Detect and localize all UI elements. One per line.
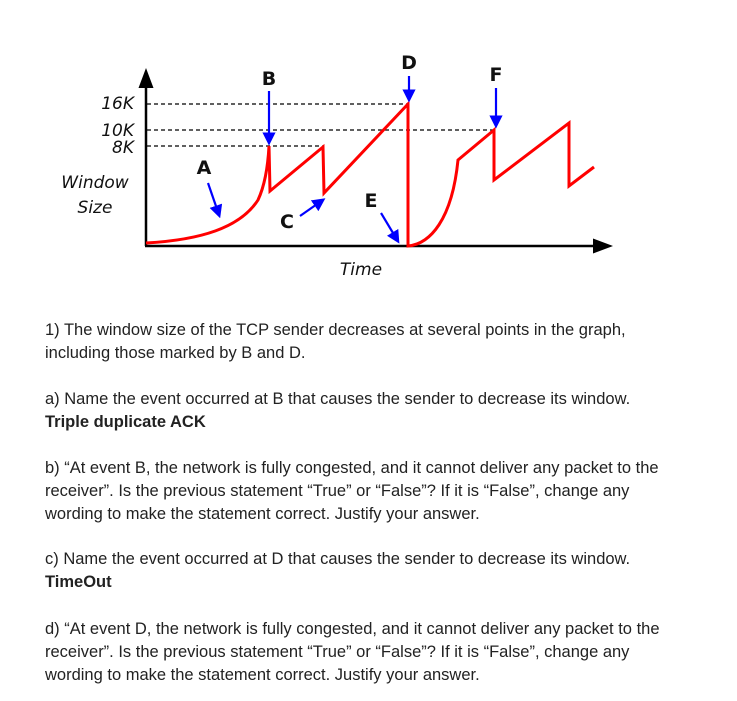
- question-intro: 1) The window size of the TCP sender dec…: [45, 319, 685, 365]
- answer-a: Triple duplicate ACK: [45, 413, 206, 431]
- event-label-b: B: [262, 68, 276, 90]
- y-tick-16k: 16K: [101, 94, 136, 114]
- intro-text: 1) The window size of the TCP sender dec…: [45, 321, 626, 362]
- event-label-d: D: [401, 52, 417, 74]
- arrow-e: [380, 212, 400, 244]
- tcp-window-chart: 16K 10K 8K Window Size Time B A C D E F: [61, 52, 613, 280]
- question-d: d) “At event D, the network is fully con…: [45, 618, 685, 687]
- question-b: b) “At event B, the network is fully con…: [45, 457, 685, 526]
- y-axis-label-window: Window: [61, 173, 128, 193]
- event-label-c: C: [280, 211, 294, 233]
- event-label-a: A: [197, 157, 212, 179]
- y-tick-10k: 10K: [101, 121, 136, 141]
- y-tick-8k: 8K: [112, 138, 136, 158]
- arrow-a: [206, 182, 223, 219]
- arrow-c: [299, 198, 326, 217]
- event-label-f: F: [490, 64, 503, 86]
- question-c-text: c) Name the event occurred at D that cau…: [45, 550, 631, 568]
- question-d-text: d) “At event D, the network is fully con…: [45, 620, 660, 684]
- cwnd-curve: [145, 100, 595, 248]
- question-c: c) Name the event occurred at D that cau…: [45, 548, 685, 594]
- event-label-e: E: [365, 190, 378, 212]
- x-axis-label: Time: [340, 260, 382, 280]
- y-axis-label-size: Size: [78, 198, 113, 218]
- question-a-text: a) Name the event occurred at B that cau…: [45, 390, 631, 408]
- question-b-text: b) “At event B, the network is fully con…: [45, 459, 659, 523]
- answer-c: TimeOut: [45, 573, 112, 591]
- question-a: a) Name the event occurred at B that cau…: [45, 388, 685, 434]
